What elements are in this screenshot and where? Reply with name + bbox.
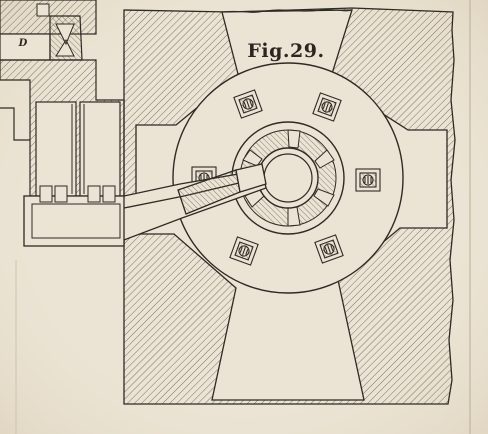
- hub-bore: [263, 153, 313, 203]
- hub-segments: [242, 129, 335, 227]
- letter-d-label: D: [18, 38, 28, 49]
- cylinder-left: [35, 101, 77, 197]
- masonry-outline: [123, 7, 456, 405]
- bolt-top-right: [312, 92, 342, 122]
- apparatus-d-box: [0, 33, 51, 61]
- bolt-bottom-left: [229, 236, 259, 266]
- left-apparatus: [0, 0, 125, 247]
- cylinder-right: [79, 101, 121, 197]
- bolt-bottom-right: [314, 234, 344, 264]
- valve-wedge: [55, 23, 75, 57]
- torn-edge: [221, 9, 353, 13]
- nozzle-tip: [235, 163, 267, 193]
- inlet-pipe: [123, 163, 267, 241]
- bolts: [191, 89, 381, 266]
- bolt-top-left: [233, 89, 263, 119]
- apparatus-left-outline: [0, 107, 30, 141]
- bolt-right: [355, 168, 381, 192]
- figure-label: Fig.29.: [247, 40, 325, 62]
- apparatus-small-cap: [36, 3, 50, 17]
- flange-bolts: [39, 185, 116, 203]
